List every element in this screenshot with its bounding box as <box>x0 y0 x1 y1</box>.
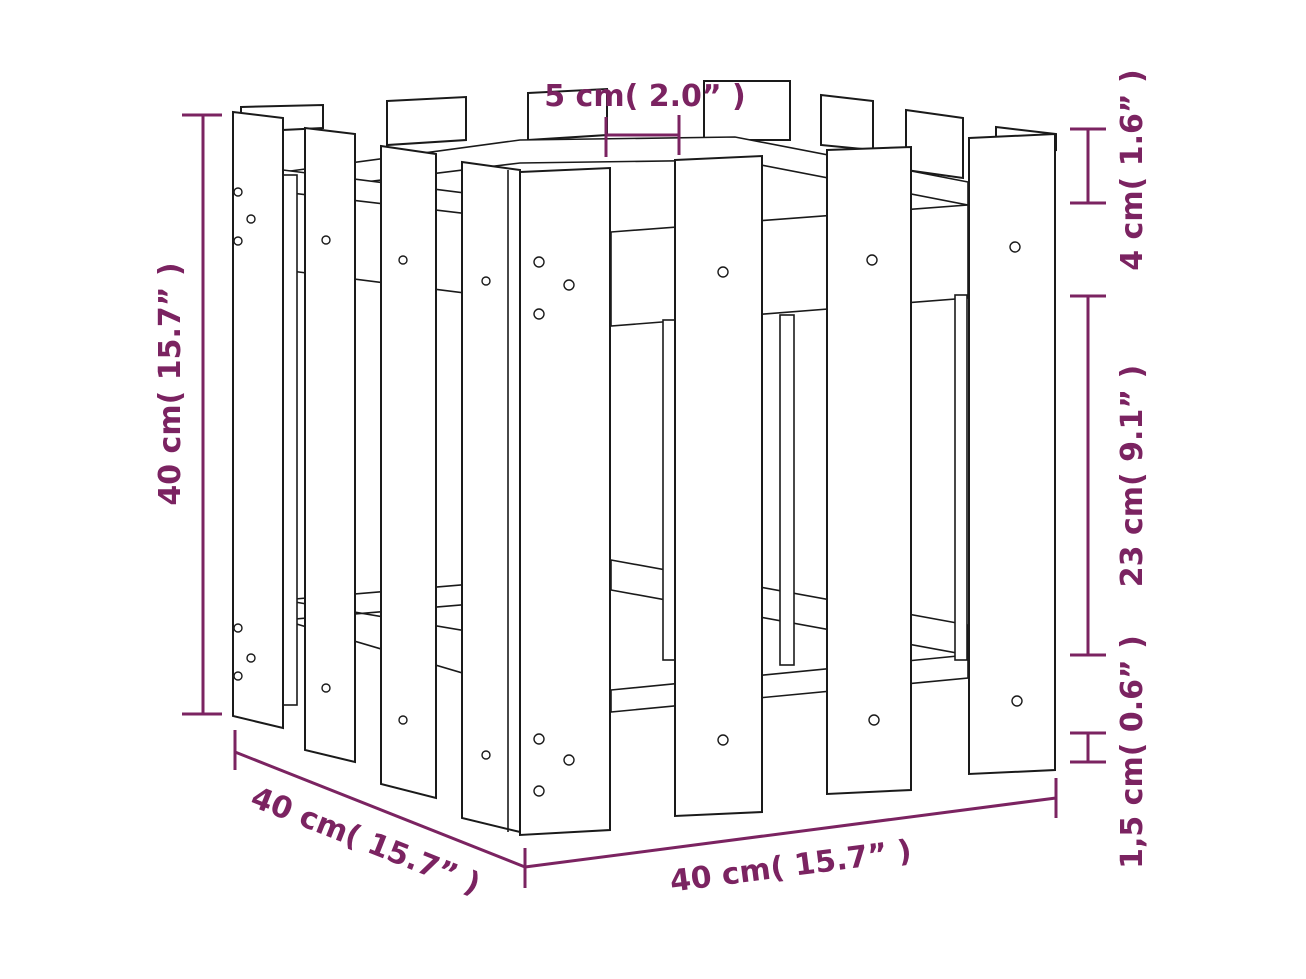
screws <box>233 187 1023 797</box>
height-label: 40 cm( 15.7” ) <box>153 262 188 505</box>
slat-width-label: 5 cm( 2.0” ) <box>544 79 746 114</box>
left-side-slats <box>232 110 521 834</box>
bottom-gap-dimension-line <box>1070 731 1106 764</box>
top-overhang-dimension-line <box>1070 127 1106 205</box>
width-dimension-line <box>524 778 1058 869</box>
rail-spacing-dimension-line <box>1070 294 1106 657</box>
picket-fence-planter <box>232 80 1057 837</box>
bottom-gap-label: 1,5 cm( 0.6” ) <box>1115 635 1150 869</box>
top-overhang-label: 4 cm( 1.6” ) <box>1115 69 1150 271</box>
slat-width-dimension-line <box>604 115 681 157</box>
front-slats <box>507 132 1056 837</box>
dimension-lines <box>182 113 1106 888</box>
rail-spacing-label: 23 cm( 9.1” ) <box>1115 365 1150 587</box>
height-dimension-line <box>182 113 222 716</box>
depth-label: 40 cm( 15.7” ) <box>246 780 485 902</box>
depth-dimension-line <box>233 730 527 888</box>
